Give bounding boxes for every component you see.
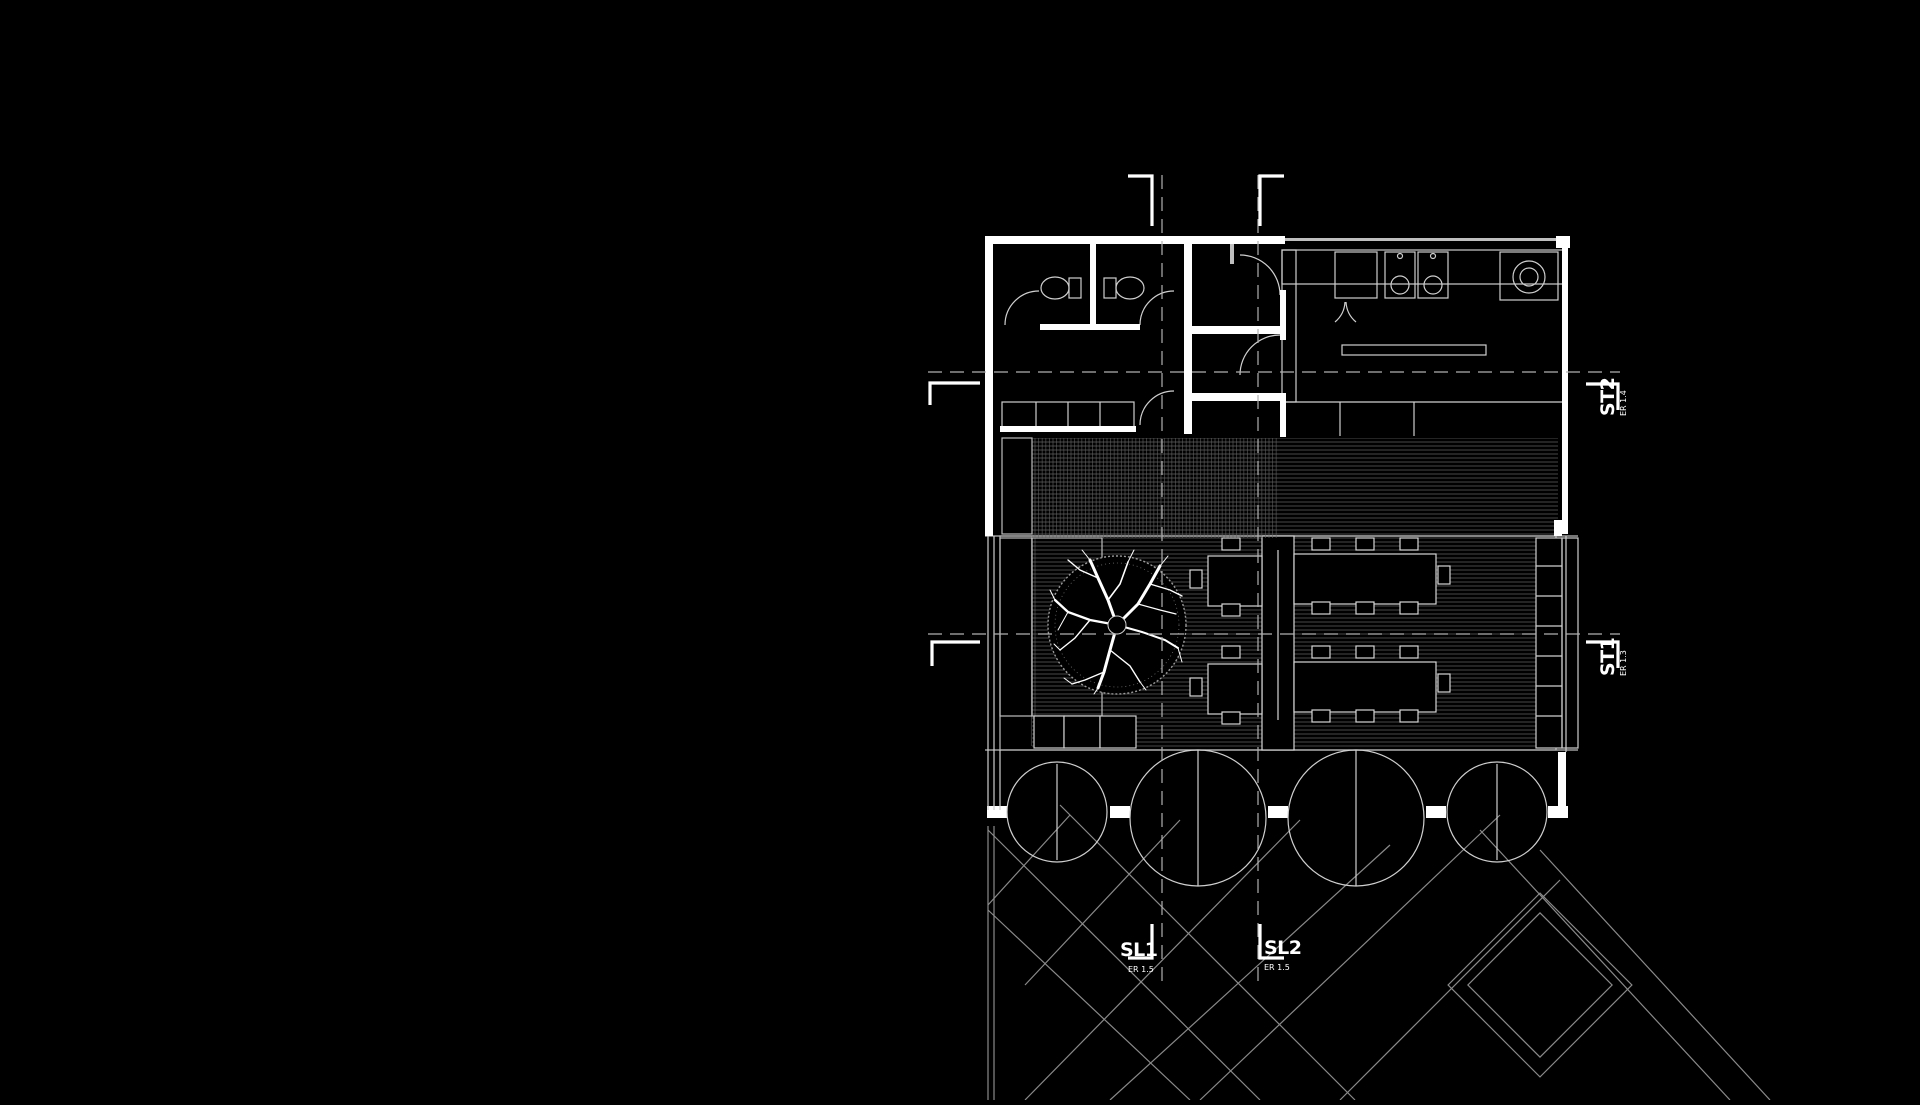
section-lines (928, 175, 1620, 985)
long-counter (1261, 535, 1295, 751)
section-marker-st1: ST1 ER 1.3 (1597, 638, 1628, 676)
sl2-ref: ER 1.5 (1264, 963, 1290, 972)
section-marker-sl1: SL1 ER 1.5 (1120, 939, 1158, 974)
st2-ref: ER 1.4 (1619, 390, 1628, 416)
table-3 (1293, 553, 1437, 605)
section-marker-st2: ST2 ER 1.4 (1597, 378, 1628, 416)
st2-label: ST2 (1597, 378, 1619, 416)
st1-ref: ER 1.3 (1619, 650, 1628, 676)
service-core-lines (1001, 249, 1565, 436)
table-4 (1293, 661, 1437, 713)
dining-tables (1189, 537, 1451, 725)
table-1 (1207, 555, 1263, 607)
table-2 (1207, 663, 1263, 715)
section-marker-sl2: SL2 ER 1.5 (1264, 937, 1302, 972)
deck-vertical-hatch (1032, 438, 1277, 538)
bench-lower-left (1033, 715, 1137, 749)
site-diagonal-paving (987, 804, 1771, 1101)
st1-label: ST1 (1597, 638, 1619, 676)
tree-canopy (1047, 549, 1187, 695)
bench-right (1535, 537, 1579, 749)
deck-hatch-left (1030, 536, 1038, 746)
sl2-label: SL2 (1264, 937, 1302, 959)
section-brackets (928, 174, 1620, 960)
shade-circles (1006, 749, 1548, 887)
sl1-label: SL1 (1120, 939, 1158, 961)
walls (985, 236, 1570, 818)
lower-perimeter (987, 536, 1567, 810)
sl1-ref: ER 1.5 (1128, 965, 1154, 974)
